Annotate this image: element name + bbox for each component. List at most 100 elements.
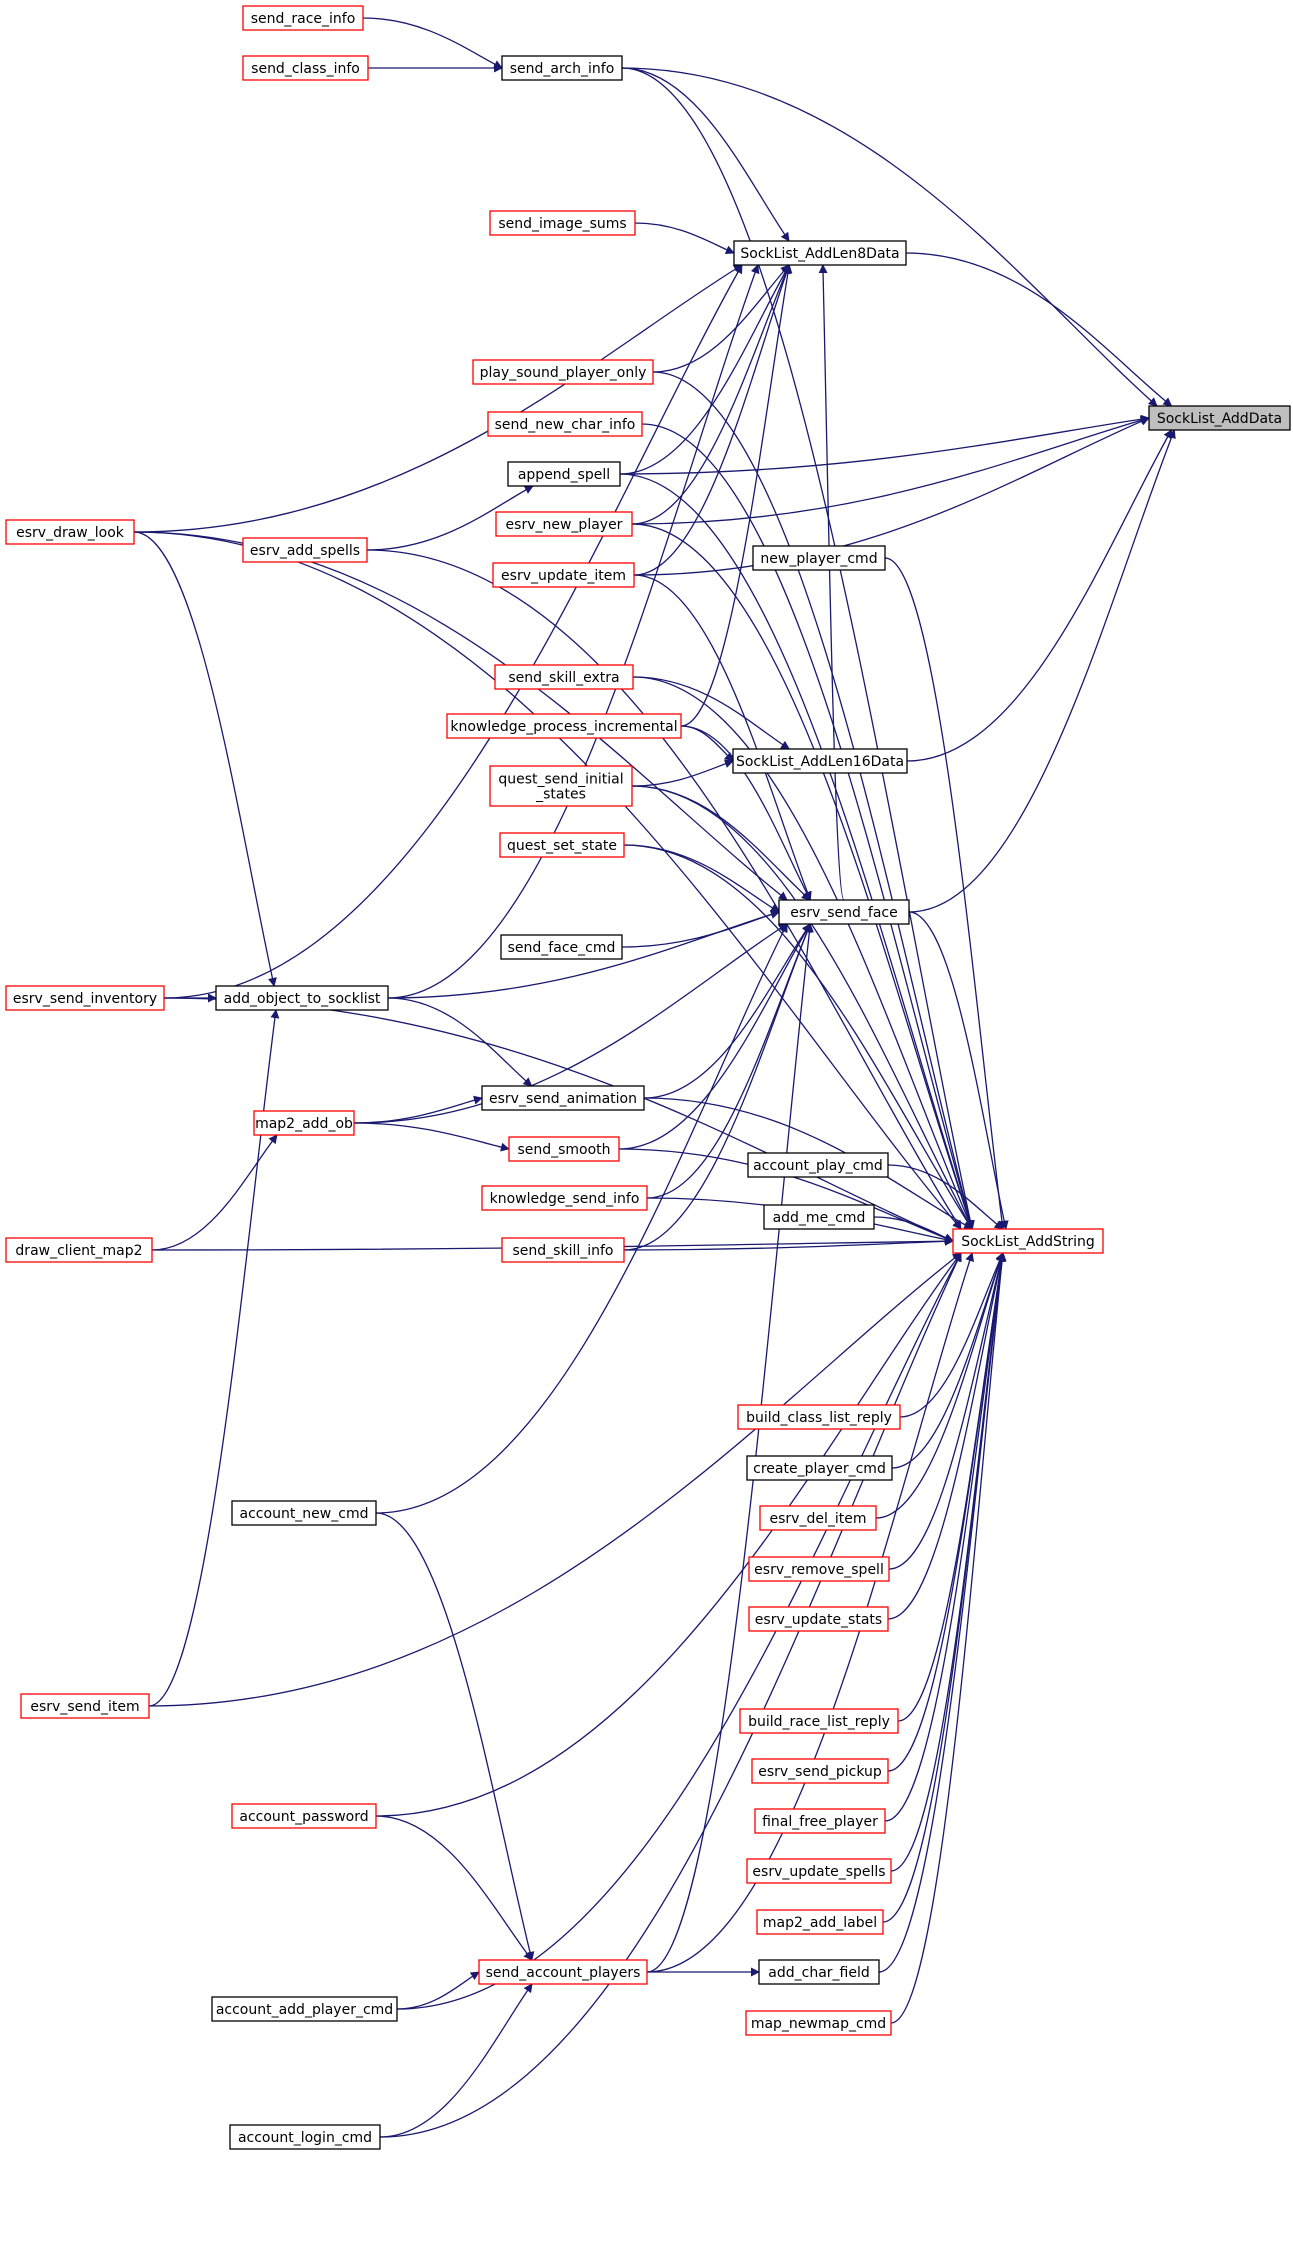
node-box	[732, 748, 908, 774]
edge-send_skill_info-to-esrv_send_face	[623, 923, 812, 1251]
node-quest_set_state[interactable]: quest_set_state	[499, 832, 625, 858]
node-esrv_update_spells[interactable]: esrv_update_spells	[746, 1858, 892, 1884]
node-account_new_cmd[interactable]: account_new_cmd	[231, 1500, 377, 1526]
node-label: send_race_info	[251, 11, 356, 27]
node-SockList_AddLen8Data[interactable]: SockList_AddLen8Data	[733, 240, 907, 266]
node-esrv_remove_spell[interactable]: esrv_remove_spell	[748, 1556, 890, 1582]
edge-esrv_send_face-to-SockList_AddString	[908, 911, 1009, 1230]
node-add_me_cmd[interactable]: add_me_cmd	[763, 1204, 875, 1230]
node-account_add_player_cmd[interactable]: account_add_player_cmd	[211, 1996, 398, 2022]
node-box	[754, 1808, 886, 1834]
node-send_smooth[interactable]: send_smooth	[508, 1136, 620, 1162]
node-SockList_AddString[interactable]: SockList_AddString	[952, 1228, 1104, 1254]
edge-append_spell-to-SockList_AddData	[619, 414, 1150, 475]
node-account_play_cmd[interactable]: account_play_cmd	[747, 1152, 889, 1178]
node-new_player_cmd[interactable]: new_player_cmd	[752, 545, 886, 571]
node-esrv_send_inventory[interactable]: esrv_send_inventory	[5, 985, 165, 1011]
node-add_object_to_socklist[interactable]: add_object_to_socklist	[215, 985, 389, 1011]
node-box	[499, 832, 625, 858]
edge-knowledge_process_incremental-to-SockList_AddLen8Data	[680, 264, 793, 727]
edge-esrv_send_inventory-to-SockList_AddLen8Data	[163, 264, 743, 999]
node-map2_add_label[interactable]: map2_add_label	[756, 1909, 884, 1935]
node-label: draw_client_map2	[15, 1243, 142, 1259]
node-label: esrv_remove_spell	[754, 1562, 884, 1578]
node-esrv_send_face[interactable]: esrv_send_face	[778, 899, 910, 925]
node-knowledge_send_info[interactable]: knowledge_send_info	[481, 1185, 648, 1211]
edge-esrv_draw_look-to-add_object_to_socklist	[133, 531, 277, 987]
node-label: esrv_send_item	[30, 1699, 139, 1715]
node-label: map2_add_label	[763, 1915, 877, 1931]
node-map2_add_ob[interactable]: map2_add_ob	[253, 1110, 355, 1136]
node-box	[215, 985, 389, 1011]
node-box	[492, 562, 635, 588]
node-esrv_send_animation[interactable]: esrv_send_animation	[481, 1085, 645, 1111]
edge-send_account_players-to-SockList_AddString	[646, 1252, 974, 1973]
node-label: esrv_update_item	[501, 568, 626, 584]
node-box	[489, 210, 636, 236]
edge-send_face_cmd-to-esrv_send_face	[621, 910, 780, 948]
node-label: esrv_new_player	[506, 517, 623, 533]
edge-append_spell-to-SockList_AddString	[619, 473, 975, 1230]
node-send_new_char_info[interactable]: send_new_char_info	[487, 411, 643, 437]
edge-SockList_AddLen8Data-to-SockList_AddData	[905, 252, 1173, 407]
node-send_class_info[interactable]: send_class_info	[242, 55, 369, 81]
node-final_free_player[interactable]: final_free_player	[754, 1808, 886, 1834]
node-send_image_sums[interactable]: send_image_sums	[489, 210, 636, 236]
node-send_arch_info[interactable]: send_arch_info	[501, 55, 623, 81]
node-esrv_update_item[interactable]: esrv_update_item	[492, 562, 635, 588]
node-send_face_cmd[interactable]: send_face_cmd	[500, 934, 623, 960]
node-label: send_arch_info	[510, 61, 615, 77]
node-play_sound_player_only[interactable]: play_sound_player_only	[472, 359, 654, 385]
node-box	[5, 1237, 153, 1263]
node-label: send_new_char_info	[495, 417, 636, 433]
edge-account_login_cmd-to-SockList_AddString	[379, 1252, 962, 2138]
edge-send_smooth-to-esrv_send_face	[618, 923, 811, 1150]
node-box	[20, 1693, 150, 1719]
node-account_password[interactable]: account_password	[231, 1803, 377, 1829]
node-send_skill_info[interactable]: send_skill_info	[501, 1237, 625, 1263]
node-draw_client_map2[interactable]: draw_client_map2	[5, 1237, 153, 1263]
node-build_class_list_reply[interactable]: build_class_list_reply	[737, 1404, 901, 1430]
node-esrv_draw_look[interactable]: esrv_draw_look	[5, 519, 135, 545]
node-esrv_send_item[interactable]: esrv_send_item	[20, 1693, 150, 1719]
node-label: send_account_players	[486, 1965, 641, 1981]
node-label: map_newmap_cmd	[751, 2016, 886, 2032]
node-box	[494, 664, 634, 690]
node-box	[501, 1237, 625, 1263]
node-box	[495, 511, 633, 537]
edge-draw_client_map2-to-map2_add_ob	[151, 1134, 278, 1251]
node-esrv_del_item[interactable]: esrv_del_item	[759, 1505, 877, 1531]
node-send_race_info[interactable]: send_race_info	[242, 5, 364, 31]
edge-map2_add_ob-to-send_smooth	[353, 1122, 510, 1152]
node-label: account_add_player_cmd	[216, 2002, 393, 2018]
node-label: append_spell	[518, 467, 610, 483]
node-SockList_AddLen16Data[interactable]: SockList_AddLen16Data	[732, 748, 908, 774]
node-SockList_AddData[interactable]: SockList_AddData	[1148, 405, 1291, 431]
node-box	[751, 1758, 889, 1784]
node-account_login_cmd[interactable]: account_login_cmd	[229, 2124, 381, 2150]
node-esrv_update_stats[interactable]: esrv_update_stats	[748, 1606, 889, 1632]
node-esrv_add_spells[interactable]: esrv_add_spells	[242, 537, 368, 563]
node-build_race_list_reply[interactable]: build_race_list_reply	[739, 1708, 899, 1734]
node-map_newmap_cmd[interactable]: map_newmap_cmd	[745, 2010, 892, 2036]
node-knowledge_process_incremental[interactable]: knowledge_process_incremental	[446, 713, 682, 739]
node-send_account_players[interactable]: send_account_players	[478, 1959, 648, 1985]
node-add_char_field[interactable]: add_char_field	[758, 1959, 880, 1985]
node-create_player_cmd[interactable]: create_player_cmd	[746, 1455, 893, 1481]
node-label: final_free_player	[762, 1814, 878, 1830]
edge-send_race_info-to-send_arch_info	[362, 17, 503, 69]
edge-esrv_remove_spell-to-SockList_AddString	[888, 1252, 1006, 1570]
node-quest_send_initial_states[interactable]: quest_send_initial_states	[489, 765, 633, 807]
node-box	[507, 461, 621, 487]
edge-send_arch_info-to-SockList_AddData	[621, 67, 1158, 407]
edge-add_char_field-to-SockList_AddString	[878, 1252, 1007, 1973]
node-esrv_send_pickup[interactable]: esrv_send_pickup	[751, 1758, 889, 1784]
edge-esrv_new_player-to-SockList_AddData	[631, 415, 1150, 525]
node-box	[229, 2124, 381, 2150]
node-esrv_new_player[interactable]: esrv_new_player	[495, 511, 633, 537]
node-send_skill_extra[interactable]: send_skill_extra	[494, 664, 634, 690]
node-box	[253, 1110, 355, 1136]
edge-quest_set_state-to-esrv_send_face	[623, 844, 780, 913]
node-append_spell[interactable]: append_spell	[507, 461, 621, 487]
